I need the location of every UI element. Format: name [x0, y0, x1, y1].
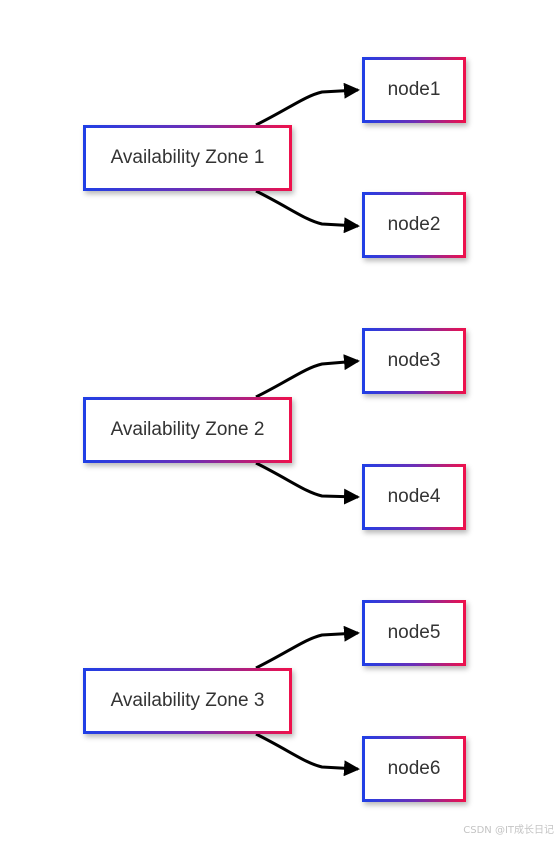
node-label: node4: [387, 486, 441, 507]
node3-box: node3: [362, 328, 466, 394]
node6-box: node6: [362, 736, 466, 802]
node-label: node1: [387, 79, 441, 100]
node-label: node6: [387, 758, 441, 779]
node4-box: node4: [362, 464, 466, 530]
node2-box: node2: [362, 192, 466, 258]
edge-zone1-node2: [255, 189, 360, 234]
watermark: CSDN @IT成长日记: [463, 825, 554, 836]
availability-zone-3-box: Availability Zone 3: [83, 668, 292, 734]
zone-label: Availability Zone 3: [110, 690, 265, 711]
node5-box: node5: [362, 600, 466, 666]
availability-zone-2-box: Availability Zone 2: [83, 397, 292, 463]
availability-zone-1-box: Availability Zone 1: [83, 125, 292, 191]
edge-zone3-node5: [255, 625, 360, 670]
zone-label: Availability Zone 1: [110, 147, 265, 168]
node-label: node3: [387, 350, 441, 371]
node-label: node2: [387, 214, 441, 235]
edge-zone2-node4: [255, 461, 360, 505]
edge-zone3-node6: [255, 732, 360, 777]
node1-box: node1: [362, 57, 466, 123]
node-label: node5: [387, 622, 441, 643]
edge-zone2-node3: [255, 354, 360, 399]
edge-zone1-node1: [255, 82, 360, 127]
zone-label: Availability Zone 2: [110, 419, 265, 440]
